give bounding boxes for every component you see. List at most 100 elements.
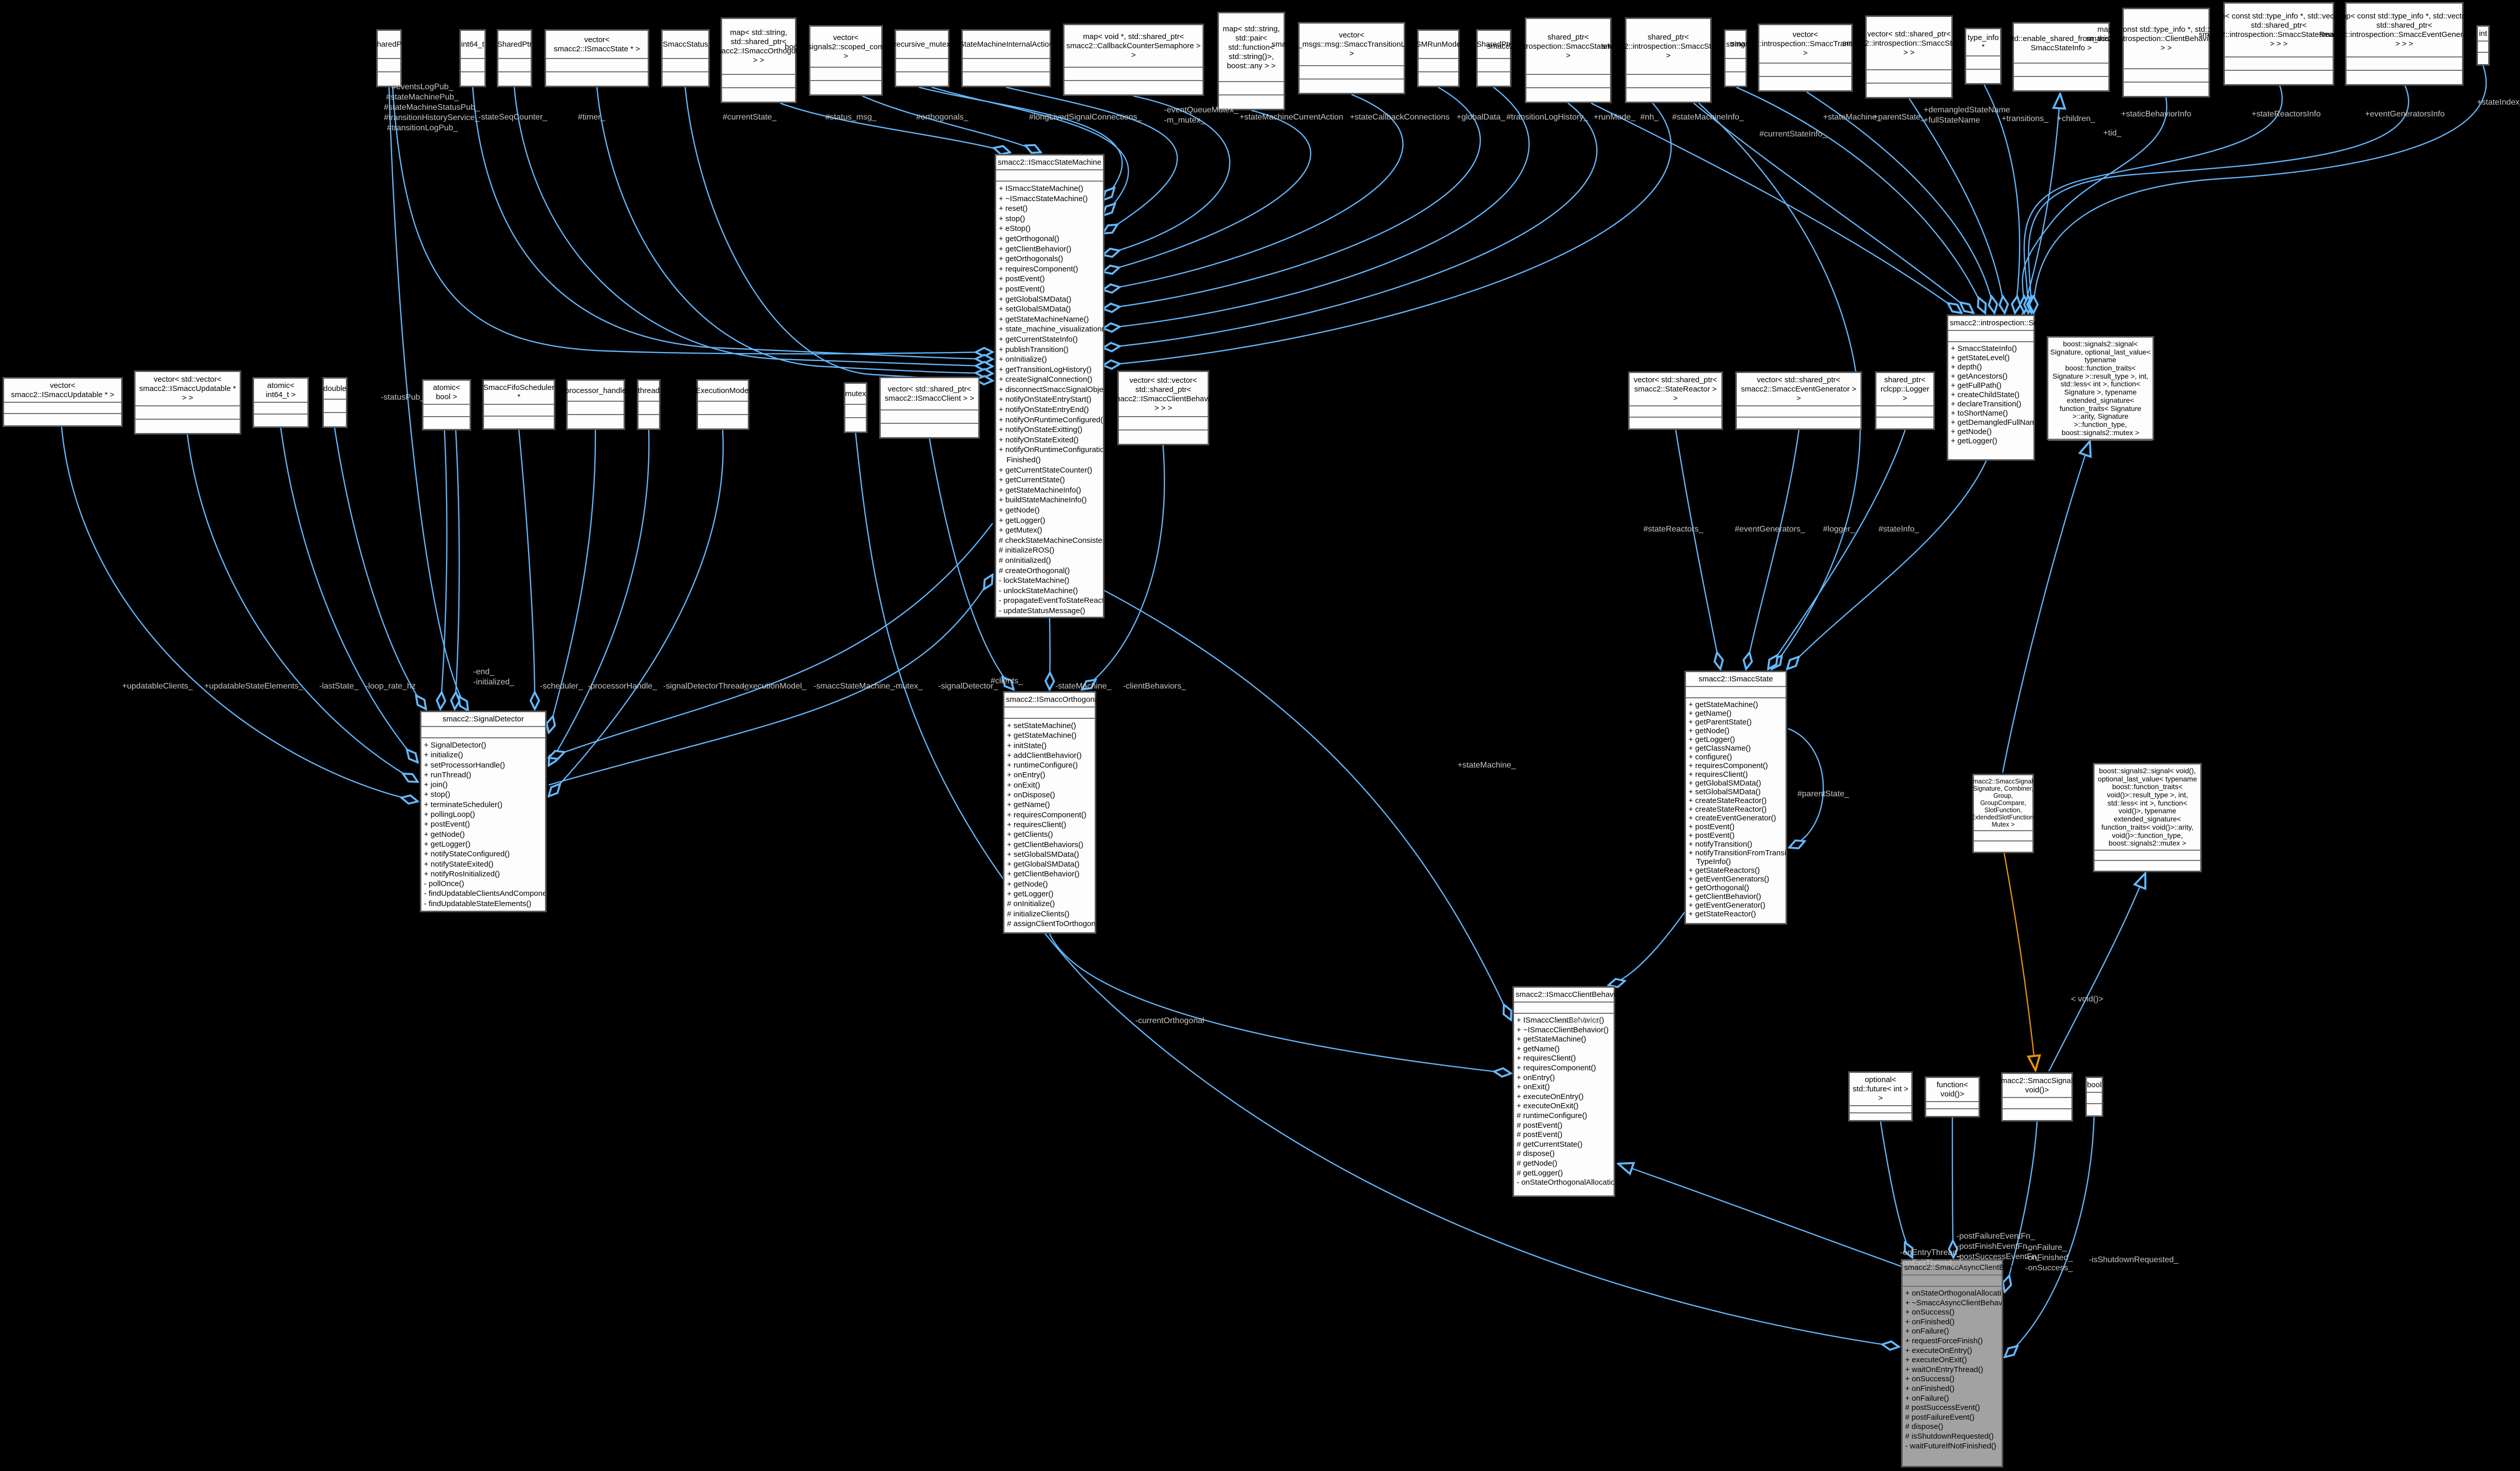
class-node-vec-transitioninfo[interactable]: vector< smacc2::introspection::SmaccTran… [1731, 24, 1879, 92]
class-node-smaccstatus[interactable]: SmaccStatus [661, 29, 710, 87]
class-node-map-callback-semaphore[interactable]: map< void *, std::shared_ptr< smacc2::Ca… [1063, 24, 1204, 96]
class-title: vector< boost::signals2::scoped_connecti… [785, 33, 907, 61]
edge-label-line: #stateMachineInfo_ [1672, 113, 1744, 122]
edge-label: -end_-initialized_ [473, 667, 514, 688]
edge-label-line: -m_mutex_ [1164, 116, 1206, 125]
class-node-execution-model[interactable]: ExecutionModel [695, 379, 750, 430]
class-node-vec-updatable[interactable]: vector< smacc2::ISmaccUpdatable * > [3, 377, 123, 427]
class-title: smacc2::introspection::SmaccStateInfo [1950, 319, 2083, 327]
member: + notifyOnStateExited() [999, 435, 1079, 444]
edge-label-line: +children_ [2057, 114, 2096, 123]
attributes-compartment [1974, 830, 2032, 840]
edge-label-line: #stateInfo_ [1878, 525, 1920, 534]
member: # initializeClients() [1007, 909, 1070, 918]
member: + getStateMachineInfo() [999, 485, 1081, 495]
class-node-thread[interactable]: thread [637, 379, 661, 430]
class-node-vec-ismaccstate[interactable]: vector< smacc2::ISmaccState * > [545, 29, 649, 87]
class-node-typeinfo[interactable]: type_info * [1965, 28, 2002, 85]
class-node-mutex[interactable]: mutex [844, 382, 867, 433]
member: + getClientBehavior() [999, 244, 1072, 253]
class-node-sp-logger[interactable]: shared_ptr< rclcpp::Logger > [1875, 371, 1935, 430]
member: + createChildState() [1951, 390, 2020, 399]
class-node-statemachine-internal-action[interactable]: StateMachineInternalAction [959, 29, 1053, 87]
member: + getNode() [1951, 427, 1992, 436]
class-node-boost-signal-void[interactable]: boost::signals2::signal< void(), optiona… [2093, 763, 2202, 872]
member: + notifyOnRuntimeConfigured() [999, 415, 1103, 424]
class-node-vec-eventgenerator[interactable]: vector< std::shared_ptr< smacc2::SmaccEv… [1735, 371, 1862, 430]
attributes-compartment [1737, 405, 1860, 417]
class-node-bool[interactable]: bool [2085, 1076, 2103, 1117]
class-node-map-clientbehaviorinfo[interactable]: map< const std::type_info *, std::vector… [2086, 8, 2246, 97]
class-node-smaccasyncclientbehavior[interactable]: smacc2::SmaccAsyncClientBehavior+ onStat… [1901, 1259, 2029, 1467]
class-node-smaccsignal-template[interactable]: smacc2::SmaccSignal< Signature, Combiner… [1970, 774, 2037, 853]
class-node-ismaccorthogonal[interactable]: smacc2::ISmaccOrthogonal+ setStateMachin… [1003, 691, 1100, 934]
member: + getDemangledFullName() [1951, 418, 2033, 427]
class-node-vec-statereactor[interactable]: vector< std::shared_ptr< smacc2::StateRe… [1628, 371, 1723, 430]
class-node-function-void[interactable]: function< void()> [1925, 1076, 1980, 1117]
class-node-smaccstateinfo[interactable]: smacc2::introspection::SmaccStateInfo+ S… [1947, 315, 2083, 461]
class-node-fifo-scheduler[interactable]: SmaccFifoScheduler * [482, 379, 555, 430]
member: + requiresComponent() [1689, 761, 1768, 770]
edge-label: #stateInfo_ [1878, 524, 1919, 535]
class-node-boost-signal-signature[interactable]: boost::signals2::signal< Signature, opti… [2047, 336, 2154, 441]
class-node-sp-statemachineinfo[interactable]: shared_ptr< smacc2::introspection::Smacc… [1487, 17, 1650, 103]
edge-label: #currentState_ [723, 112, 777, 123]
class-node-sp-stateinfo[interactable]: shared_ptr< smacc2::introspection::Smacc… [1602, 17, 1735, 103]
class-node-map-eventgeneratorinfo[interactable]: map< const std::type_info *, std::vector… [2319, 2, 2489, 86]
class-node-sharedptr2[interactable]: SharedPtr [497, 29, 532, 87]
class-node-smrunmode[interactable]: SMRunMode [1416, 29, 1461, 87]
attributes-compartment [2003, 1097, 2071, 1108]
edge-label: #currentStateInfo_ [1759, 129, 1827, 140]
attributes-compartment [1903, 1274, 2002, 1286]
class-node-smaccsignal-void[interactable]: smacc2::SmaccSignal< void()> [1997, 1072, 2077, 1122]
class-node-vec-transition-log[interactable]: vector< smacc2_msgs::msg::SmaccTransitio… [1271, 22, 1432, 94]
class-node-sharedptr3[interactable]: SharedPtr [1476, 29, 1511, 87]
member: + requiresComponent() [999, 264, 1078, 273]
methods-compartment [698, 414, 748, 428]
attributes-compartment [2347, 56, 2462, 70]
edge-agg-4 [596, 87, 993, 374]
edge-agg-49 [1675, 429, 1720, 669]
attributes-compartment [896, 58, 948, 71]
member: + configure() [1689, 753, 1732, 761]
attributes-compartment [2095, 849, 2200, 860]
class-title: map< std::string, std::pair< std::functi… [1223, 24, 1280, 70]
edge-label-line: -clientBehaviors_ [1123, 682, 1186, 691]
class-node-atomic-int64[interactable]: atomic< int64_t > [253, 377, 309, 428]
class-node-vec-ismaccclient[interactable]: vector< std::shared_ptr< smacc2::ISmaccC… [879, 377, 980, 439]
member: + onFinished() [1905, 1317, 1955, 1326]
class-title: mutex [845, 389, 866, 398]
class-node-ismaccstate[interactable]: smacc2::ISmaccState+ getStateMachine()+ … [1684, 671, 1787, 925]
edge-agg-34 [440, 430, 448, 709]
class-node-sharedptr1[interactable]: SharedPtr [372, 29, 406, 87]
member: # assignClientToOrthogonal() [1007, 919, 1095, 928]
class-node-double[interactable]: double [322, 377, 347, 428]
class-title: vector< std::vector< std::shared_ptr< sm… [1110, 376, 1217, 413]
edge-agg-5 [684, 87, 993, 381]
class-node-int[interactable]: int [2476, 25, 2490, 66]
class-node-ismaccstatemachine[interactable]: smacc2::ISmaccStateMachine+ ISmaccStateM… [995, 154, 1104, 618]
methods-compartment [546, 71, 648, 86]
class-node-atomic-bool[interactable]: atomic< bool > [422, 379, 471, 430]
class-node-vec-vec-updatable[interactable]: vector< std::vector< smacc2::ISmaccUpdat… [134, 370, 241, 435]
class-node-int64[interactable]: int64_t [459, 29, 486, 87]
class-title: double [323, 384, 347, 393]
member: + onExit() [1517, 1083, 1550, 1092]
class-node-vec-scoped-connection[interactable]: vector< boost::signals2::scoped_connecti… [785, 25, 907, 96]
class-node-string[interactable]: string [1724, 29, 1747, 87]
member: + getEventGenerators() [1689, 875, 1770, 884]
class-node-map-globaldata[interactable]: map< std::string, std::pair< std::functi… [1217, 12, 1285, 110]
class-title: vector< smacc2_msgs::msg::SmaccTransitio… [1271, 31, 1432, 58]
class-node-signaldetector[interactable]: smacc2::SignalDetector+ SignalDetector()… [420, 711, 547, 912]
methods-compartment [2124, 82, 2208, 96]
class-node-vec-clientbehaviors[interactable]: vector< std::vector< std::shared_ptr< sm… [1110, 370, 1217, 445]
class-node-vec-stateinfo-children[interactable]: vector< std::shared_ptr< smacc2::introsp… [1843, 15, 1975, 99]
edge-label-line: #currentState_ [723, 113, 777, 122]
class-node-map-statereactorinfo[interactable]: map< const std::type_info *, std::vector… [2199, 2, 2359, 86]
class-title: vector< smacc2::ISmaccState * > [554, 35, 640, 53]
class-node-processor-handle[interactable]: processor_handle [565, 379, 626, 430]
edge-agg-30 [61, 426, 418, 801]
class-node-recursive-mutex[interactable]: recursive_mutex [894, 29, 951, 87]
attributes-compartment [1726, 58, 1746, 71]
class-node-optional-future[interactable]: optional< std::future< int > > [1848, 1071, 1913, 1122]
